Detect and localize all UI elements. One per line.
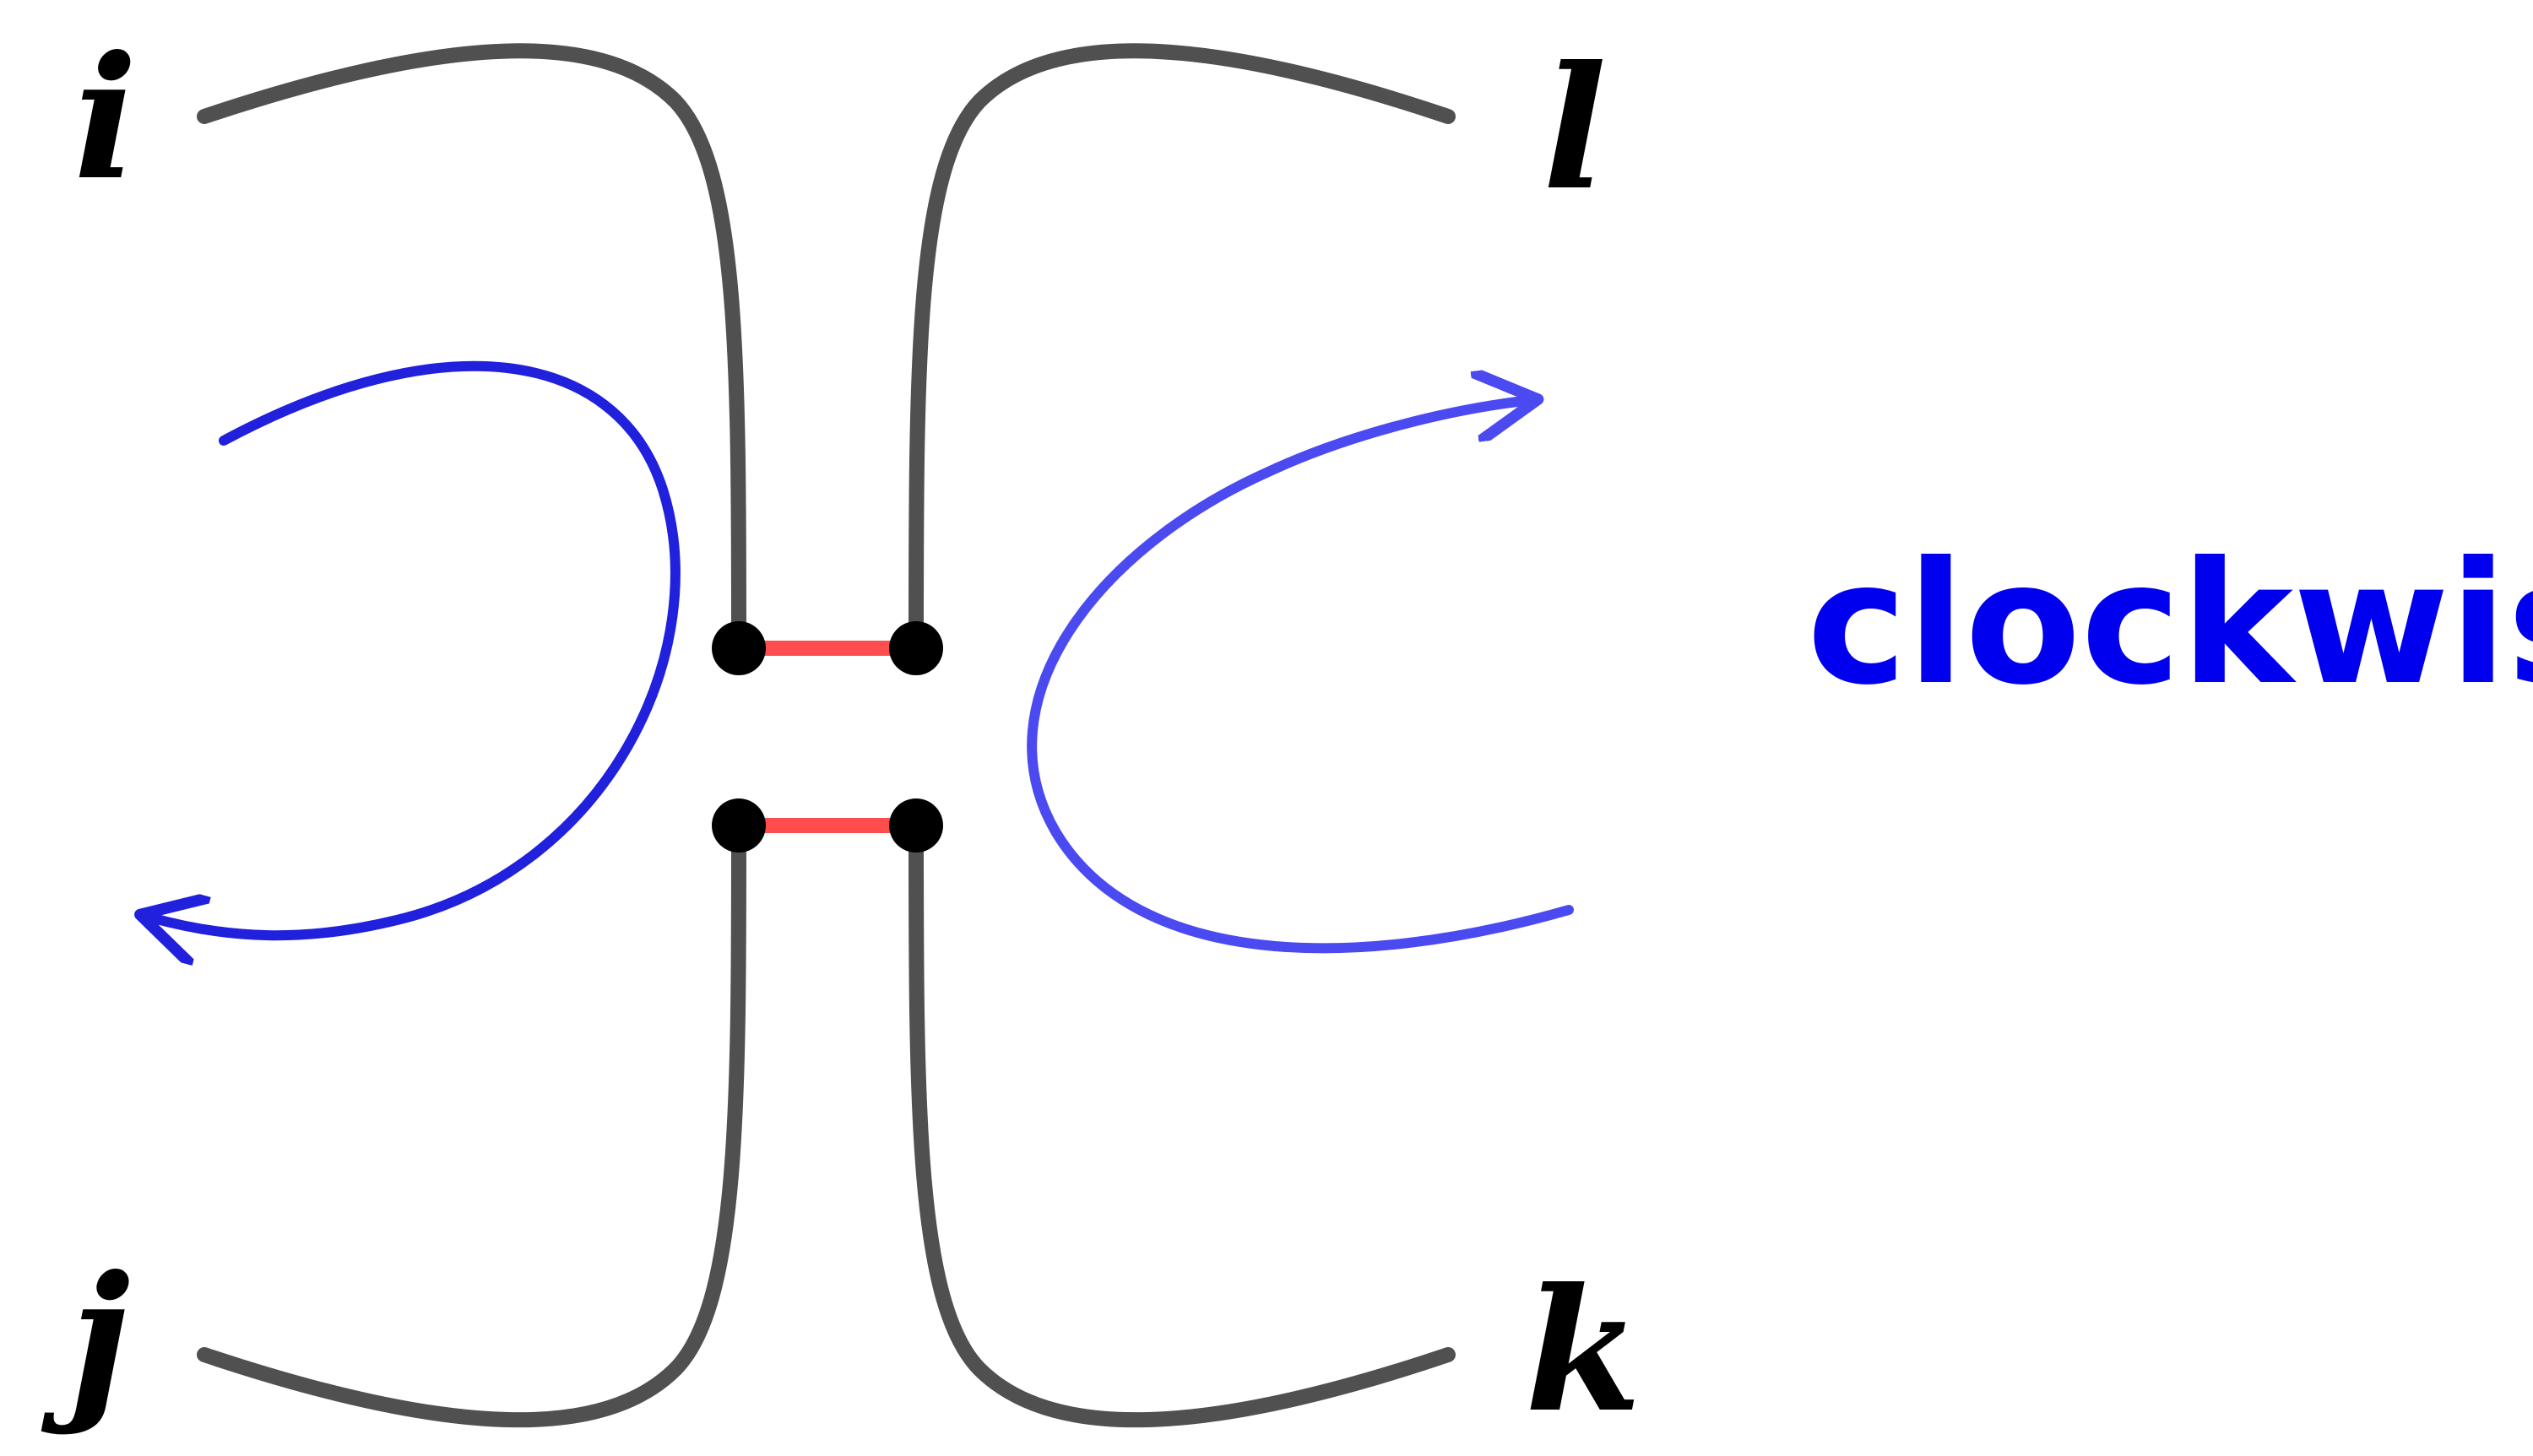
label-bottom-right: k: [1525, 1252, 1642, 1450]
strand-bottom-left: [197, 820, 746, 1428]
strand-top-left: [197, 43, 746, 653]
caption-clockwise: clockwise: [1807, 526, 2533, 723]
rotation-arrows: [154, 360, 1574, 954]
strand-bottom-right: [909, 820, 1456, 1428]
label-top-right: l: [1543, 30, 1607, 228]
arrow-right-curve: [1027, 401, 1574, 954]
vertices: [712, 621, 943, 852]
arrow-left-curve: [154, 360, 681, 935]
strands: [197, 43, 1456, 1428]
label-bottom-left: j: [41, 1239, 130, 1437]
vertex-top-right: [889, 621, 943, 675]
strand-top-right: [909, 43, 1456, 653]
vertex-bottom-right: [889, 798, 943, 852]
label-top-left: i: [73, 19, 138, 218]
links: [731, 641, 924, 833]
vertex-bottom-left: [712, 798, 766, 852]
vertex-top-left: [712, 621, 766, 675]
